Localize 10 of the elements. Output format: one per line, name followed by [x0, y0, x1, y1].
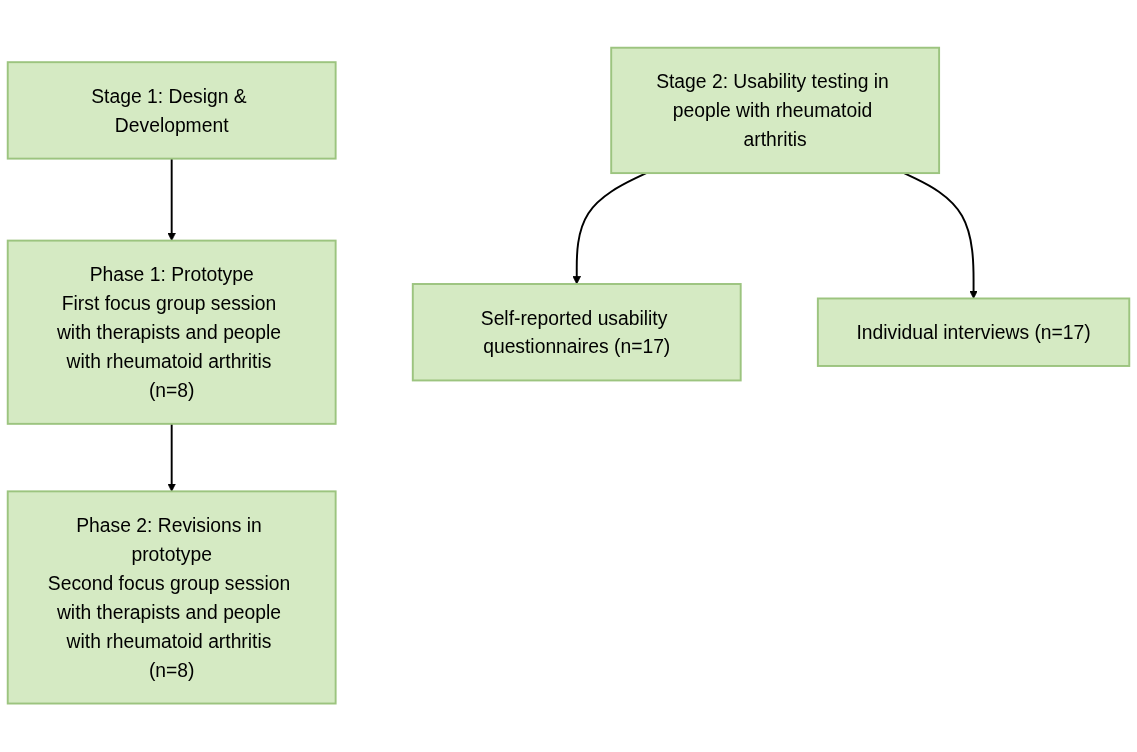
node-box: Individual interviews (n=17) — [816, 297, 1131, 368]
node-box: Self-reported usability questionnaires (n=17) — [411, 283, 742, 382]
arrow — [572, 172, 648, 285]
node-box: Phase 2: Revisions in prototype Second focus group session with therapists and people with rheumatoid arthritis (n=8) — [6, 490, 337, 705]
node-box: Phase 1: Prototype First focus group session with therapists and people with rheumatoid arthritis (n=8) — [6, 240, 337, 426]
arrow — [167, 423, 176, 493]
node-box: Stage 2: Usability testing in people with rheumatoid arthritis — [610, 47, 941, 175]
node-box: Stage 1: Design & Development — [6, 61, 337, 160]
arrow — [903, 172, 978, 300]
arrow — [167, 158, 176, 242]
